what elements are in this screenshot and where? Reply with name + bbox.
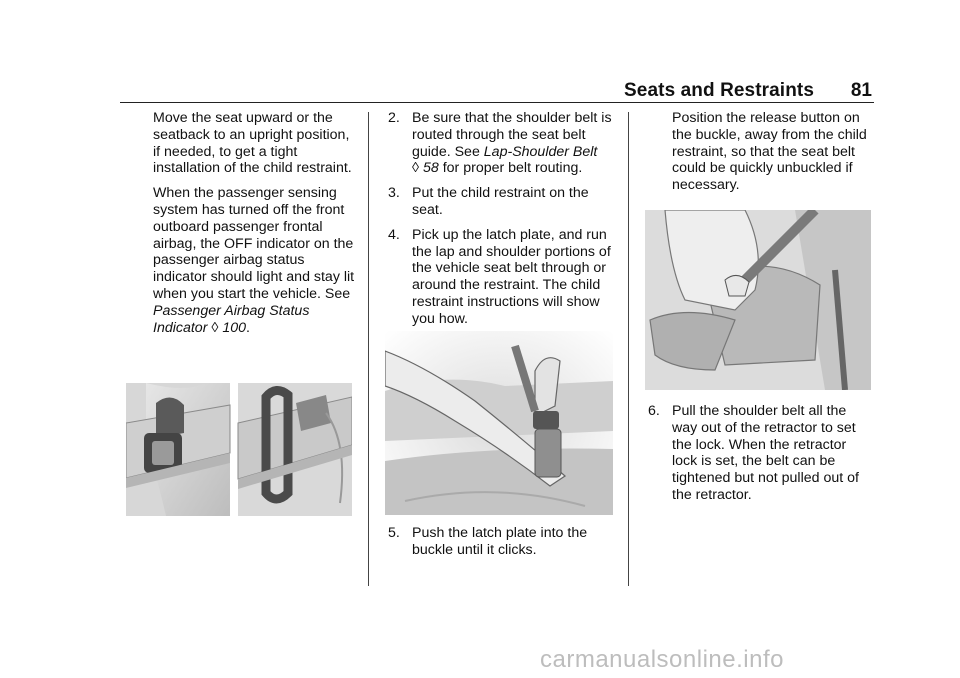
seat-adjust-paragraph: Move the seat upward or the seatback to … [153,110,352,177]
middle-column: 2. Be sure that the shoulder belt is rou… [388,110,614,336]
step-number: 3. [388,185,400,202]
lap-shoulder-belt-link[interactable]: Lap-Shoulder Belt [483,143,598,160]
step-4: 4. Pick up the latch plate, and run the … [388,227,614,328]
release-button-text: Position the release button on the buckl… [672,110,867,194]
page-ref-icon: ◊ [412,160,420,177]
airbag-off-paragraph: When the passenger sensing system has tu… [153,185,358,336]
step-number: 2. [388,110,400,126]
airbag-off-text: When the passenger sensing system has tu… [153,185,355,302]
step-3: 3. Put the child restraint on the seat. [388,185,614,219]
step-2: 2. Be sure that the shoulder belt is rou… [388,110,614,177]
belt-guide-illustration [126,383,352,516]
step-number: 6. [648,403,660,419]
step-4-text: Pick up the latch plate, and run the lap… [412,226,611,327]
step-5: 5. Push the latch plate into the buckle … [388,525,614,559]
step-number: 5. [388,525,400,541]
step-3-text: Put the child restraint on the seat. [412,185,589,218]
middle-column-lower: 5. Push the latch plate into the buckle … [388,525,614,567]
airbag-status-link[interactable]: Passenger Airbag Status Indicator [153,302,310,336]
page-number: 81 [850,80,872,101]
page-ref-icon: ◊ [211,319,219,336]
step-2-text: Be sure that the shoulder belt is routed… [412,110,612,160]
step-6-text: Pull the shoulder belt all the way out o… [672,403,859,503]
left-column: Move the seat upward or the seatback to … [153,110,358,344]
step-5-text: Push the latch plate into the buckle unt… [412,525,588,558]
column-divider-left [368,112,369,586]
step-number: 4. [388,226,400,243]
child-restraint-illustration [645,210,871,390]
lap-shoulder-belt-ref-page[interactable]: 58 [422,160,439,177]
right-column: Position the release button on the buckl… [648,110,874,202]
column-divider-right [628,112,629,586]
right-column-lower: 6. Pull the shoulder belt all the way ou… [648,403,874,512]
step-2-end-text: for proper belt routing. [442,160,583,177]
section-title: Seats and Restraints [624,80,814,101]
page-header: Seats and Restraints 81 [120,80,874,103]
release-button-paragraph: Position the release button on the buckl… [648,110,874,194]
period: . [246,319,250,336]
watermark: carmanualsonline.info [540,646,784,673]
latch-plate-illustration [385,331,613,515]
step-6: 6. Pull the shoulder belt all the way ou… [648,403,874,504]
airbag-status-ref-page[interactable]: 100 [222,319,247,336]
